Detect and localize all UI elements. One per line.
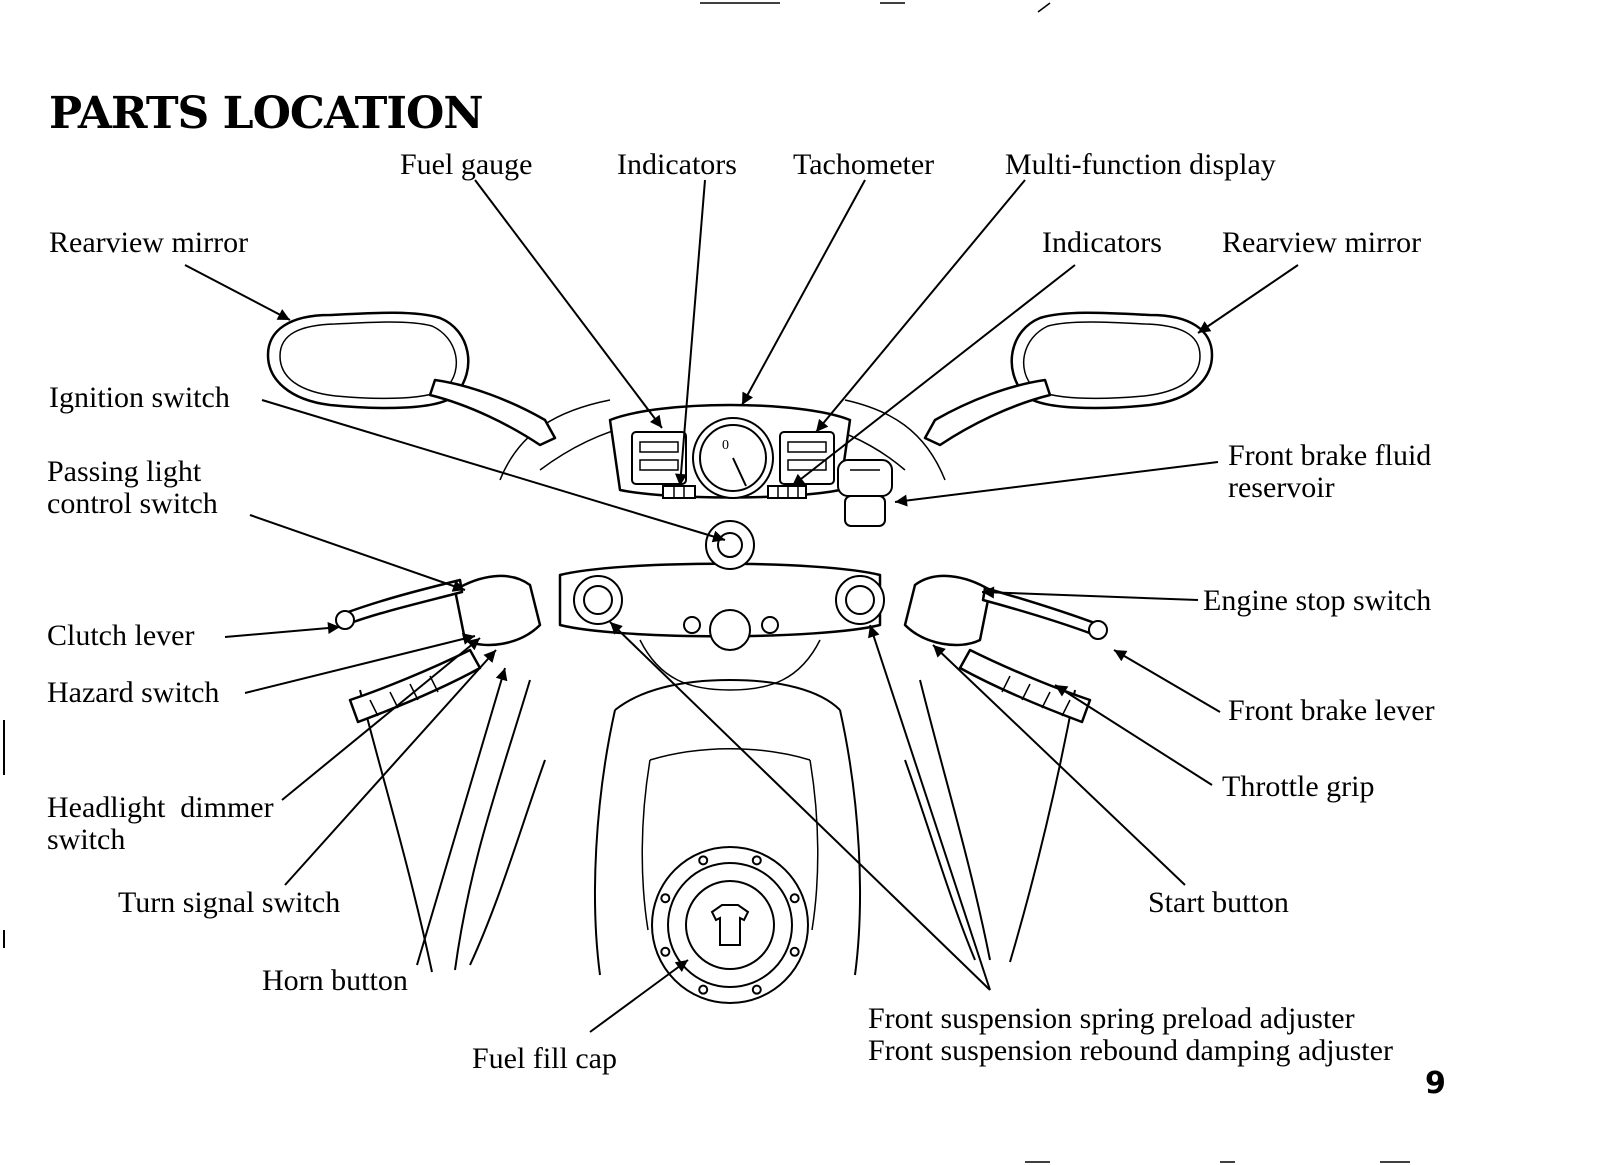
fuel-cap-bolt-hole	[751, 855, 762, 866]
fuel-cap-bolt-hole	[789, 946, 800, 957]
label-start-button: Start button	[1148, 886, 1289, 919]
label-headlight-dimmer-line1: Headlight dimmer	[47, 791, 274, 824]
label-headlight-dimmer-line2: switch	[47, 823, 125, 856]
fuel-tank	[594, 678, 861, 976]
leader-lines	[184, 179, 1299, 1033]
fuel-cap-bolt-hole	[789, 893, 800, 904]
instrument-cluster: 0	[608, 403, 852, 499]
label-front-brake-fluid-line2: reservoir	[1228, 471, 1335, 504]
label-spring-preload-adjuster: Front suspension spring preload adjuster	[868, 1002, 1355, 1035]
callout-labels: Fuel gauge Indicators Tachometer Multi-f…	[47, 148, 1435, 1075]
label-rearview-mirror-left: Rearview mirror	[49, 226, 248, 259]
page-title: PARTS LOCATION	[49, 88, 483, 139]
label-front-brake-lever: Front brake lever	[1228, 694, 1435, 727]
label-passing-light-line1: Passing light	[47, 455, 202, 488]
label-rearview-mirror-right: Rearview mirror	[1222, 226, 1421, 259]
fuel-cap-drawing	[651, 846, 809, 1004]
page-number: 9	[1425, 1066, 1446, 1101]
handlebars	[335, 520, 1108, 724]
label-fuel-fill-cap: Fuel fill cap	[472, 1042, 617, 1075]
fuel-cap-bolt-hole	[698, 855, 709, 866]
label-indicators-top: Indicators	[617, 148, 737, 181]
fuel-cap-bolt-hole	[660, 893, 671, 904]
label-rebound-damping-adjuster: Front suspension rebound damping adjuste…	[868, 1034, 1393, 1067]
label-passing-light-line2: control switch	[47, 487, 218, 520]
label-indicators-right: Indicators	[1042, 226, 1162, 259]
label-clutch-lever: Clutch lever	[47, 619, 194, 652]
brake-reservoir	[837, 459, 893, 527]
label-front-brake-fluid-line1: Front brake fluid	[1228, 439, 1431, 472]
page-artifacts	[3, 2, 1410, 1163]
label-fuel-gauge: Fuel gauge	[400, 148, 532, 181]
label-engine-stop-switch: Engine stop switch	[1203, 584, 1431, 617]
label-throttle-grip: Throttle grip	[1222, 770, 1374, 803]
fuel-cap-bolt-hole	[660, 946, 671, 957]
mirrors	[266, 311, 1214, 447]
label-multi-function-display: Multi-function display	[1005, 148, 1276, 181]
fuel-cap-bolt-hole	[698, 984, 709, 995]
svg-text:0: 0	[722, 438, 729, 453]
label-horn-button: Horn button	[262, 964, 408, 997]
label-tachometer: Tachometer	[793, 148, 934, 181]
fuel-cap-bolt-hole	[751, 984, 762, 995]
motorcycle-illustration: 0	[266, 311, 1214, 1004]
label-hazard-switch: Hazard switch	[47, 676, 219, 709]
label-turn-signal-switch: Turn signal switch	[118, 886, 340, 919]
fairing	[359, 399, 1076, 973]
label-ignition-switch: Ignition switch	[49, 381, 230, 414]
